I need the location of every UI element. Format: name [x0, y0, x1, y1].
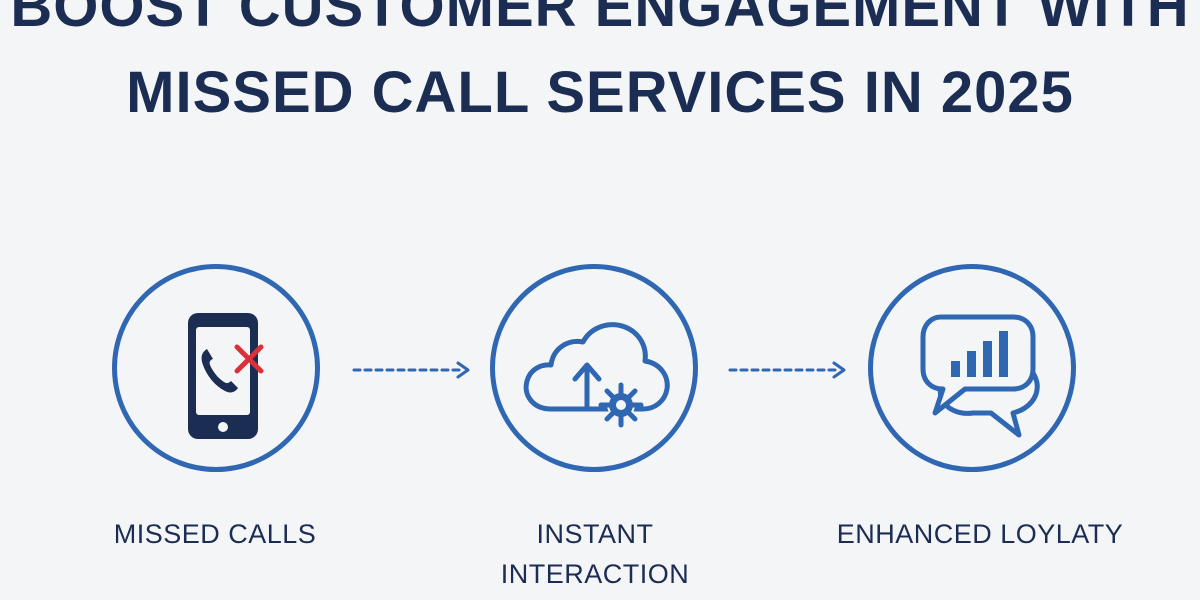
step-circle-instant-interaction — [490, 264, 698, 472]
step-label-instant-line-2: INTERACTION — [500, 559, 690, 589]
step-label-enhanced-loyalty: ENHANCED LOYLATY — [836, 519, 1124, 549]
step-label-missed-calls: MISSED CALLS — [113, 519, 317, 549]
step-label-instant-interaction: INSTANT INTERACTION — [440, 514, 750, 594]
phone-missed-call-icon — [188, 313, 264, 439]
step-circle-missed-calls — [112, 264, 320, 472]
chat-bubbles-chart-icon — [920, 314, 1040, 438]
step-circle-enhanced-loyalty — [868, 264, 1076, 472]
step-label-instant-line-1: INSTANT — [536, 519, 654, 549]
flow-arrow-2 — [728, 361, 846, 379]
flow-arrow-1 — [352, 361, 470, 379]
headline-line-1: BOOST CUSTOMER ENGAGEMENT WITH — [10, 0, 1190, 39]
headline-line-2: MISSED CALL SERVICES IN 2025 — [126, 60, 1074, 125]
cloud-upload-gear-icon — [523, 322, 670, 428]
